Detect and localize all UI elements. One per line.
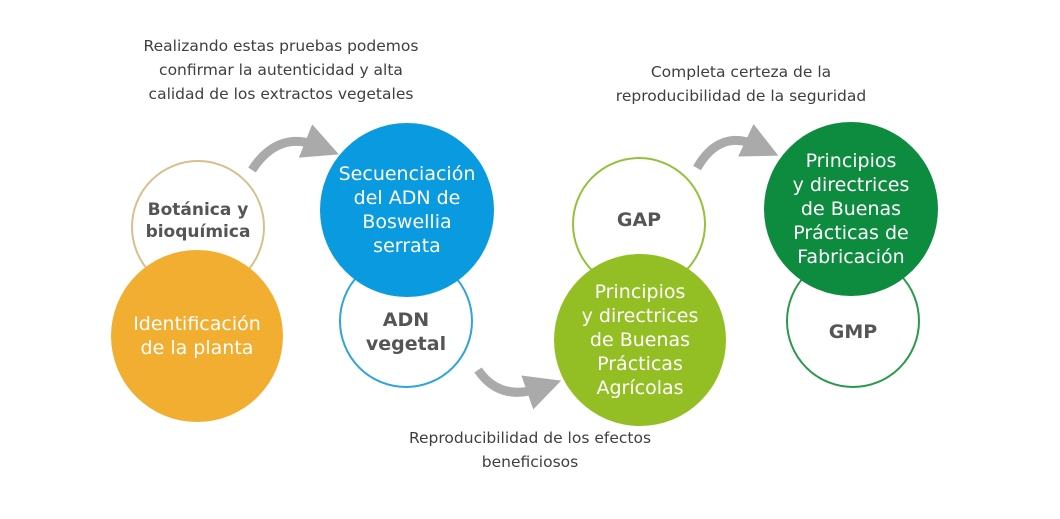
node-label: y directrices [792,174,910,196]
node-label: GMP [828,321,878,343]
node-label: Identificación [133,313,261,335]
caption-line: Realizando estas pruebas podemos [143,37,419,55]
caption-line: calidad de los extractos vegetales [148,85,414,103]
node-label: Botánica y [147,200,249,220]
node-label: Secuenciación [338,163,476,185]
caption-line: confirmar la autenticidad y alta [159,61,403,79]
caption-line: reproducibilidad de la seguridad [615,87,867,105]
node-label: ADN [382,309,430,331]
node-label: de la planta [140,337,254,359]
node-secuenciacion-adn: Secuenciación del ADN de Boswellia serra… [320,123,494,297]
caption-top-left: Realizando estas pruebas podemos confirm… [126,34,436,106]
node-label: Principios [594,281,686,303]
node-label: Fabricación [797,246,905,268]
node-buenas-practicas-agricolas: Principios y directrices de Buenas Práct… [554,254,726,426]
node-identificacion-de-la-planta: Identificación de la planta [111,250,283,422]
node-label: Prácticas de [793,222,909,244]
arrow-botanica-to-secuenciacion [248,124,339,173]
arrow-adn-to-agricolas [474,367,562,410]
node-label: vegetal [365,333,447,355]
node-buenas-practicas-fabricacion: Principios y directrices de Buenas Práct… [764,122,938,296]
node-label: Agrícolas [596,377,684,399]
node-label: de Buenas [800,198,902,220]
node-label: del ADN de [353,187,461,209]
node-label: Boswellia [362,211,452,233]
caption-line: beneficiosos [481,453,579,471]
node-label: y directrices [581,305,699,327]
node-label: bioquímica [145,222,251,242]
node-label: Principios [805,150,897,172]
caption-line: Reproducibilidad de los efectos [408,429,652,447]
caption-bottom-center: Reproducibilidad de los efectos benefici… [375,426,685,474]
caption-top-right: Completa certeza de la reproducibilidad … [596,60,886,108]
node-label: Prácticas [597,353,683,375]
node-label: serrata [373,235,441,257]
arrow-gap-to-fabricacion [693,123,779,171]
node-label: de Buenas [589,329,691,351]
caption-line: Completa certeza de la [650,63,832,81]
node-label: GAP [616,209,662,231]
